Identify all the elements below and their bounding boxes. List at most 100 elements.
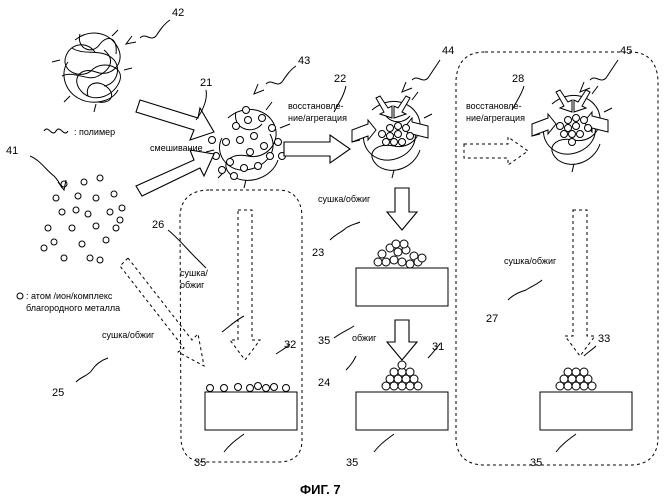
atom bbox=[119, 205, 125, 211]
particle bbox=[581, 117, 588, 124]
ref-23: 23 bbox=[312, 247, 324, 259]
atom bbox=[107, 209, 113, 215]
arrow-down-dashed-right bbox=[565, 210, 595, 356]
atom bbox=[81, 179, 87, 185]
atom bbox=[223, 139, 230, 146]
particle bbox=[255, 383, 262, 390]
atom bbox=[73, 207, 79, 213]
particle bbox=[585, 125, 592, 132]
atom bbox=[51, 239, 57, 245]
arrow-atoms-to-mix bbox=[136, 150, 214, 196]
atom bbox=[87, 255, 93, 261]
particle bbox=[207, 385, 214, 392]
atom bbox=[85, 211, 91, 217]
ref-35-center-bottom: 35 bbox=[346, 457, 358, 469]
particle bbox=[565, 117, 572, 124]
particle bbox=[569, 139, 576, 146]
atom bbox=[259, 115, 266, 122]
atom bbox=[111, 191, 117, 197]
ref-35-center-top: 35 bbox=[318, 335, 330, 347]
particle bbox=[577, 131, 584, 138]
atom bbox=[45, 225, 51, 231]
ref-31: 31 bbox=[432, 341, 444, 353]
atom bbox=[247, 149, 254, 156]
particle bbox=[283, 385, 290, 392]
arrow-reduction-dashed bbox=[464, 137, 528, 165]
particle bbox=[263, 385, 270, 392]
polymer-cluster-42 bbox=[52, 30, 132, 112]
atom bbox=[237, 137, 244, 144]
particle bbox=[400, 240, 408, 248]
legend-atom-label-line2: благородного металла bbox=[26, 303, 120, 313]
ref-35-left: 35 bbox=[194, 457, 206, 469]
arrow-down-firing-solid bbox=[387, 320, 417, 360]
particle bbox=[399, 139, 406, 146]
atom bbox=[69, 225, 75, 231]
ref-27: 27 bbox=[486, 313, 498, 325]
atom bbox=[231, 173, 238, 180]
reduction-label-b-line1: восстановле- bbox=[466, 101, 522, 111]
atom bbox=[275, 139, 282, 146]
atom bbox=[97, 257, 103, 263]
particles-right-33 bbox=[556, 368, 596, 390]
substrate-left bbox=[205, 392, 297, 430]
particle bbox=[378, 250, 386, 258]
atom bbox=[113, 225, 119, 231]
polymer-squiggle-icon bbox=[44, 129, 68, 133]
figure-caption: ФИГ. 7 bbox=[300, 482, 341, 497]
particle bbox=[580, 368, 588, 376]
atom bbox=[269, 125, 276, 132]
particle bbox=[392, 240, 400, 248]
atom bbox=[267, 153, 274, 160]
atom-legend-icon bbox=[17, 293, 23, 299]
atom bbox=[233, 123, 240, 130]
arrow-reduction-solid bbox=[284, 135, 350, 163]
ref-28: 28 bbox=[512, 73, 524, 85]
atom bbox=[97, 175, 103, 181]
particle bbox=[403, 125, 410, 132]
atom bbox=[93, 195, 99, 201]
substrate-center-top bbox=[356, 268, 448, 306]
scattered-atoms-41 bbox=[41, 175, 125, 263]
ref-42: 42 bbox=[172, 7, 184, 19]
particle bbox=[406, 368, 414, 376]
firing-label: обжиг bbox=[352, 333, 377, 343]
reduction-label-a-line2: ние/агрегация bbox=[288, 113, 347, 123]
atom bbox=[245, 117, 252, 124]
particle bbox=[387, 133, 394, 140]
atom bbox=[241, 165, 248, 172]
atom bbox=[219, 167, 226, 174]
ref-43: 43 bbox=[298, 55, 310, 67]
atom bbox=[61, 255, 67, 261]
particle bbox=[379, 131, 386, 138]
particle bbox=[565, 125, 572, 132]
particle bbox=[572, 368, 580, 376]
ref-24: 24 bbox=[318, 377, 330, 389]
particle bbox=[271, 384, 278, 391]
polymer-cluster-45 bbox=[532, 86, 612, 172]
ref-32: 32 bbox=[284, 339, 296, 351]
particle bbox=[395, 123, 402, 130]
drying-firing-diagonal-label: сушка/обжиг bbox=[102, 330, 155, 340]
mixing-label: смешивание bbox=[150, 143, 203, 153]
reduction-label-b-line2: ние/агрегация bbox=[466, 113, 525, 123]
particle bbox=[557, 123, 564, 130]
particles-center-top bbox=[374, 240, 426, 268]
atom bbox=[209, 137, 216, 144]
particle bbox=[247, 385, 254, 392]
legend-atom-label-line1: : атом /ион/комплекс bbox=[26, 291, 113, 301]
atom bbox=[53, 195, 59, 201]
particle bbox=[573, 115, 580, 122]
drying-firing-top-label: сушка/обжиг bbox=[318, 194, 371, 204]
particle bbox=[235, 384, 242, 391]
atom bbox=[75, 193, 81, 199]
particle bbox=[394, 248, 402, 256]
drying-left-label-line1: сушка/ bbox=[180, 268, 208, 278]
particle bbox=[406, 260, 414, 268]
cluster-45-aggregate bbox=[557, 115, 592, 146]
ref-44: 44 bbox=[442, 45, 454, 57]
particle bbox=[564, 368, 572, 376]
ref-21: 21 bbox=[200, 77, 212, 89]
drying-firing-right-label: сушка/обжиг bbox=[504, 256, 557, 266]
